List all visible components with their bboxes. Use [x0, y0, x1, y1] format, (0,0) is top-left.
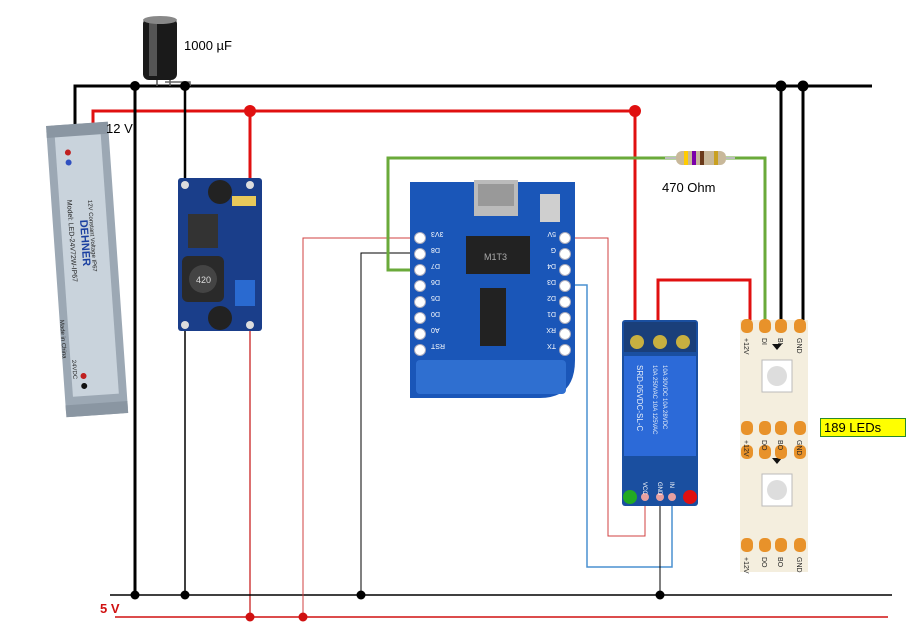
mcu-left-pin-hole — [414, 344, 426, 356]
mcu-right-pin-hole — [559, 280, 571, 292]
strip-pin-label: BO — [776, 557, 783, 568]
mcu-right-pin-hole — [559, 296, 571, 308]
junction-dots — [130, 80, 809, 622]
mcu-right-pin-hole — [559, 328, 571, 340]
mcu-right-pin-hole — [559, 312, 571, 324]
buck-inductor-label: 420 — [196, 275, 211, 285]
led-count-label: 189 LEDs — [820, 418, 906, 437]
resistor — [665, 151, 735, 165]
capacitor — [143, 16, 177, 80]
psu-output: 24VDC — [70, 360, 77, 380]
strip-pin-label: DO — [760, 440, 767, 451]
mcu-5v-wire — [302, 237, 420, 617]
buck-converter — [178, 178, 262, 331]
mcu-right-pin-label: G — [551, 246, 556, 253]
relay-in-wire — [565, 284, 673, 568]
strip-copper-pad — [775, 421, 787, 435]
capacitor-label: 1000 µF — [184, 38, 232, 53]
rail-12v-top — [91, 109, 637, 322]
strip-copper-pad — [759, 319, 771, 333]
mcu-left-pin-label: 3V3 — [431, 230, 444, 237]
strip-copper-pad — [759, 538, 771, 552]
strip-pin-label: +12V — [742, 557, 749, 574]
gnd-rail-top — [73, 84, 872, 128]
strip-copper-pad — [794, 319, 806, 333]
mcu-right-pin-hole — [559, 344, 571, 356]
strip-pin-label: BO — [776, 440, 783, 451]
mcu-right-pin-label: D1 — [547, 310, 556, 317]
mcu-left-pin-hole — [414, 264, 426, 276]
strip-copper-pad — [775, 319, 787, 333]
mcu-right-pin-label: 5V — [547, 230, 556, 237]
relay-pin-vcc: VCC — [641, 482, 647, 495]
strip-pads — [741, 319, 806, 552]
strip-pin-label: GND — [795, 557, 802, 573]
mcu-right-pin-hole — [559, 248, 571, 260]
mcu-left-pin-label: D7 — [431, 262, 440, 269]
mcu-right-pin-label: RX — [546, 326, 556, 333]
mcu-left-pin-label: D5 — [431, 294, 440, 301]
relay-pin-gnd: GND — [656, 482, 662, 496]
strip-pin-label: GND — [795, 440, 802, 456]
rail-12v-label: 12 V — [106, 121, 133, 136]
resistor-label: 470 Ohm — [662, 180, 716, 195]
strip-copper-pad — [741, 319, 753, 333]
mcu-left-pin-hole — [414, 232, 426, 244]
mcu-right-pin-label: D4 — [547, 262, 556, 269]
strip-pin-label: BI — [776, 338, 783, 345]
mcu-left-pin-label: D0 — [431, 310, 440, 317]
strip-pin-label: DO — [760, 557, 767, 568]
strip-copper-pad — [741, 445, 753, 459]
strip-copper-pad — [741, 421, 753, 435]
mcu-chip-label: M1T3 — [484, 252, 507, 262]
relay-pin-in: IN — [668, 482, 674, 488]
psu-made: Made in China — [58, 320, 67, 360]
strip-pin-label: +12V — [742, 440, 749, 457]
psu-type: 12V Constant Voltage IP67 — [86, 200, 97, 273]
strip-copper-pad — [775, 445, 787, 459]
strip-copper-pad — [794, 445, 806, 459]
mcu-left-pin-label: A0 — [431, 326, 440, 333]
mcu-left-pin-label: RST — [430, 342, 445, 349]
psu-brand: DEHNER — [77, 219, 92, 266]
mcu-right-pin-label: TX — [547, 342, 556, 349]
strip-copper-pad — [794, 421, 806, 435]
strip-pin-label: +12V — [742, 338, 749, 355]
mcu-board — [410, 180, 575, 398]
strip-pin-label: GND — [795, 338, 802, 354]
strip-pin-label: DI — [760, 338, 767, 345]
mcu-left-pin-hole — [414, 312, 426, 324]
mcu-gnd-wire — [360, 252, 420, 595]
mcu-left-pin-label: D6 — [431, 278, 440, 285]
relay-model-text: SRD-05VDC-SL-C — [635, 365, 644, 431]
strip-copper-pad — [794, 538, 806, 552]
mcu-left-pin-hole — [414, 328, 426, 340]
mcu-left-pin-label: D8 — [431, 246, 440, 253]
data-wire — [386, 156, 767, 322]
relay-out-wire — [656, 278, 752, 322]
relay-vcc-wire — [565, 237, 646, 537]
mcu-right-pin-hole — [559, 264, 571, 276]
mcu-left-pin-hole — [414, 296, 426, 308]
rail-5v-label: 5 V — [100, 601, 120, 616]
mcu-left-pin-hole — [414, 280, 426, 292]
relay-rating-text-1: 10A 250VAC 10A 125VAC — [651, 365, 657, 435]
mcu-right-pin-hole — [559, 232, 571, 244]
power-supply — [46, 121, 129, 418]
strip-copper-pad — [759, 445, 771, 459]
strip-copper-pad — [741, 538, 753, 552]
mcu-right-pin-label: D2 — [547, 294, 556, 301]
relay-module — [622, 320, 698, 506]
mcu-left-pin-hole — [414, 248, 426, 260]
strip-copper-pad — [775, 538, 787, 552]
mcu-right-pin-label: D3 — [547, 278, 556, 285]
strip-copper-pad — [759, 421, 771, 435]
strip-labels: +12V DI BI GND +12V DO BO GND +12V DO BO GND — [742, 338, 802, 574]
cap-wire — [165, 81, 191, 86]
relay-rating-text-2: 10A 30VDC 10A 28VDC — [661, 365, 667, 430]
